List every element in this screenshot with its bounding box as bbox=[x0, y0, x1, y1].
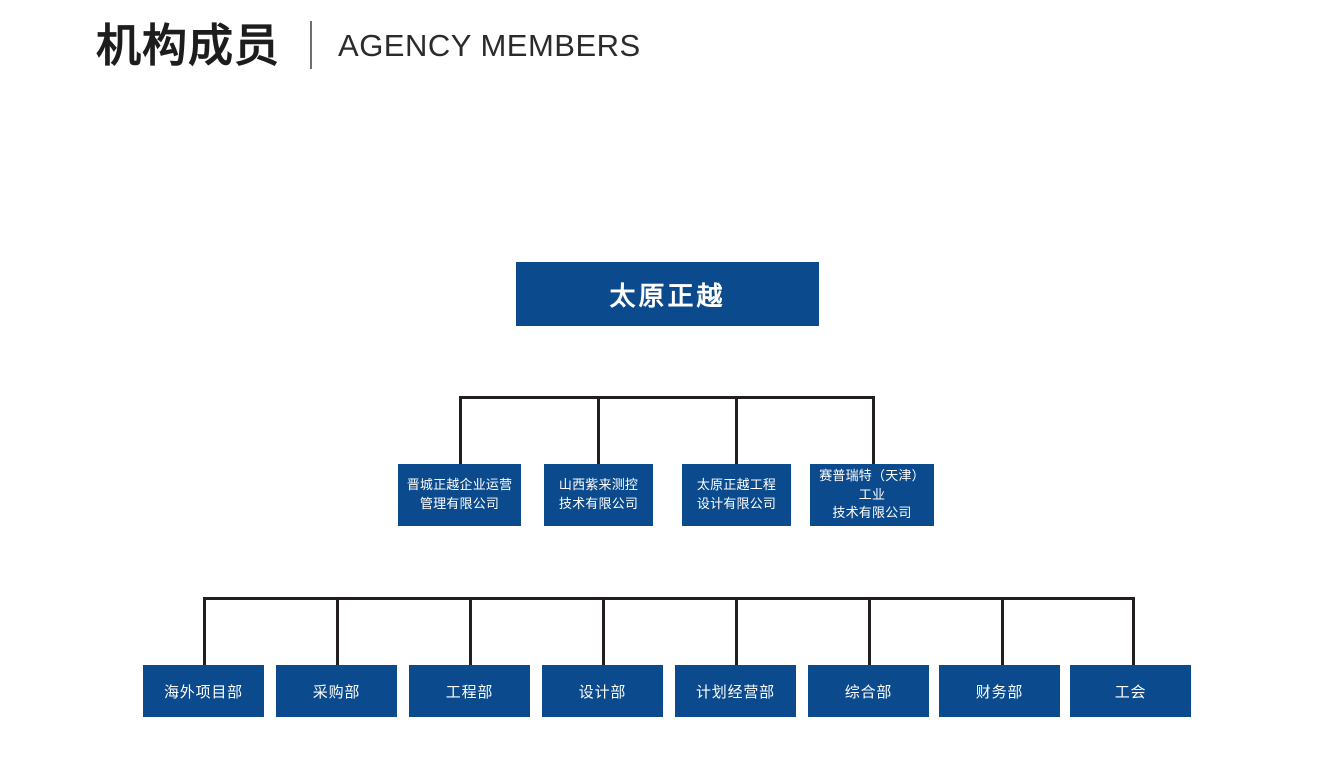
org-node-subsidiary-2-line-1: 山西紫来测控 bbox=[558, 477, 639, 493]
connector-drop-dept-6 bbox=[868, 597, 871, 666]
org-node-department-1[interactable]: 海外项目部 bbox=[143, 665, 264, 717]
page-title-cn: 机构成员 bbox=[96, 19, 281, 71]
org-node-subsidiary-1[interactable]: 晋城正越企业运营 管理有限公司 bbox=[398, 464, 521, 526]
org-node-root[interactable]: 太原正越 bbox=[516, 262, 819, 326]
org-node-department-4[interactable]: 设计部 bbox=[542, 665, 663, 717]
org-node-department-5[interactable]: 计划经营部 bbox=[675, 665, 796, 717]
org-node-department-8[interactable]: 工会 bbox=[1070, 665, 1191, 717]
connector-drop-dept-1 bbox=[203, 597, 206, 666]
connector-drop-sub-4 bbox=[872, 396, 875, 465]
org-node-department-3[interactable]: 工程部 bbox=[409, 665, 530, 717]
org-node-subsidiary-3-line-2: 设计有限公司 bbox=[696, 496, 777, 511]
connector-horizontal-subsidiaries bbox=[459, 396, 875, 399]
org-node-subsidiary-2[interactable]: 山西紫来测控 技术有限公司 bbox=[544, 464, 653, 526]
org-node-department-7[interactable]: 财务部 bbox=[939, 665, 1060, 717]
connector-drop-dept-4 bbox=[602, 597, 605, 666]
org-node-subsidiary-1-line-1: 晋城正越企业运营 bbox=[406, 477, 513, 493]
connector-drop-sub-3 bbox=[735, 396, 738, 465]
org-node-department-6[interactable]: 综合部 bbox=[808, 665, 929, 717]
org-node-subsidiary-4[interactable]: 赛普瑞特（天津）工业 技术有限公司 bbox=[810, 464, 934, 526]
connector-drop-sub-1 bbox=[459, 396, 462, 465]
connector-drop-dept-8 bbox=[1132, 597, 1135, 666]
page-title-en: AGENCY MEMBERS bbox=[338, 27, 641, 63]
org-node-subsidiary-3[interactable]: 太原正越工程 设计有限公司 bbox=[682, 464, 791, 526]
connector-drop-dept-5 bbox=[735, 597, 738, 666]
org-node-subsidiary-4-line-1: 赛普瑞特（天津）工业 bbox=[819, 467, 925, 502]
connector-horizontal-departments bbox=[203, 597, 1135, 600]
connector-drop-dept-3 bbox=[469, 597, 472, 666]
connector-drop-dept-7 bbox=[1001, 597, 1004, 666]
org-node-subsidiary-1-line-2: 管理有限公司 bbox=[419, 496, 500, 511]
org-node-subsidiary-3-line-1: 太原正越工程 bbox=[696, 477, 777, 493]
page-header: 机构成员 AGENCY MEMBERS bbox=[96, 14, 641, 76]
org-node-subsidiary-4-line-2: 技术有限公司 bbox=[832, 505, 912, 521]
connector-drop-sub-2 bbox=[597, 396, 600, 465]
org-node-department-2[interactable]: 采购部 bbox=[276, 665, 397, 717]
connector-drop-dept-2 bbox=[336, 597, 339, 666]
org-node-subsidiary-2-line-2: 技术有限公司 bbox=[558, 496, 639, 511]
title-divider bbox=[310, 21, 313, 69]
